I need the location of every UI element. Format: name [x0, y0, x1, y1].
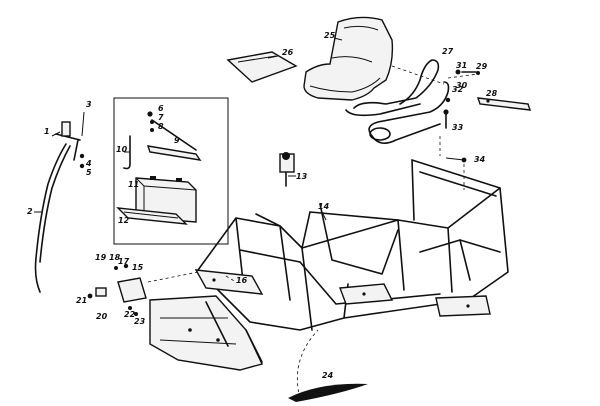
callout-13: 13 — [296, 172, 308, 181]
callout-29: 29 — [476, 62, 488, 71]
callout-17: 17 — [118, 257, 130, 266]
callout-7: 7 — [158, 113, 164, 122]
support-rod — [476, 97, 532, 111]
seat-spring-bracket — [345, 59, 479, 144]
switch-bracket — [87, 263, 237, 316]
callout-26: 26 — [282, 48, 294, 57]
callout-6: 6 — [158, 104, 164, 113]
callout-8: 8 — [158, 122, 164, 131]
callout-28: 28 — [486, 89, 498, 98]
callout-31: 31 — [456, 61, 468, 70]
callout-27: 27 — [442, 47, 454, 56]
callout-10: 10 — [116, 145, 128, 154]
callout-4: 4 — [86, 159, 92, 168]
callout-leaders — [34, 37, 465, 221]
callout-21: 21 — [76, 296, 88, 305]
seat — [303, 16, 394, 101]
callout-5: 5 — [86, 168, 92, 177]
battery-compartment — [113, 97, 229, 245]
callout-15: 15 — [132, 263, 144, 272]
fasteners-upper-right — [439, 69, 480, 190]
callout-22: 22 — [124, 310, 136, 319]
callout-24: 24 — [322, 371, 334, 380]
callout-14: 14 — [318, 202, 330, 211]
callout-16: 16 — [236, 276, 248, 285]
ignition-switch — [279, 152, 295, 187]
callout-3: 3 — [86, 100, 92, 109]
callout-34: 34 — [474, 155, 486, 164]
callout-19: 19 — [95, 253, 107, 262]
callout-25: 25 — [324, 31, 336, 40]
cutting-blade — [288, 329, 368, 402]
callout-20: 20 — [96, 312, 108, 321]
callout-23: 23 — [134, 317, 146, 326]
callout-18: 18 — [109, 253, 121, 262]
callout-32: 32 — [452, 85, 464, 94]
callout-33: 33 — [452, 123, 464, 132]
throttle-cable-assembly — [34, 111, 85, 293]
callout-2: 2 — [27, 207, 33, 216]
callout-9: 9 — [174, 136, 180, 145]
callout-1: 1 — [44, 127, 50, 136]
main-frame — [149, 159, 509, 371]
callout-12: 12 — [118, 216, 130, 225]
callout-11: 11 — [128, 180, 140, 189]
seat-pad — [226, 51, 298, 83]
callout-30: 30 — [456, 81, 468, 90]
